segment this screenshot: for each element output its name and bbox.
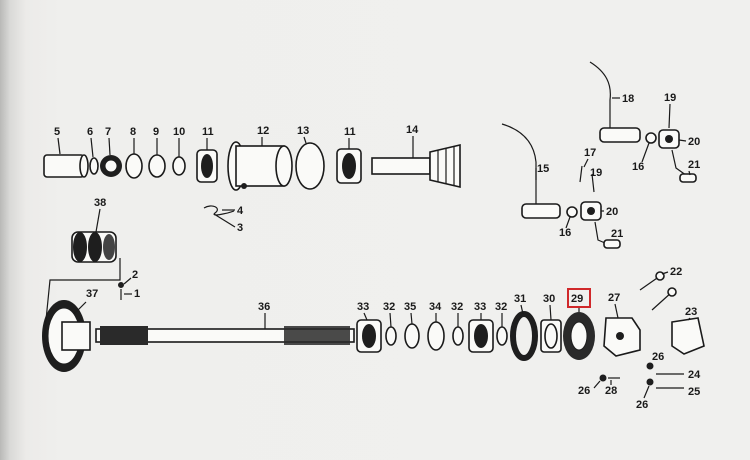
part-33-bearing-b xyxy=(468,319,494,353)
label-30: 30 xyxy=(543,293,555,305)
label-31: 31 xyxy=(514,293,526,305)
part-20-hub-b xyxy=(580,201,602,221)
part-34-washer xyxy=(427,321,445,351)
label-26-c: 26 xyxy=(636,399,648,411)
part-32-ring-c xyxy=(496,326,508,346)
label-7: 7 xyxy=(105,126,111,138)
label-12: 12 xyxy=(257,125,269,137)
label-27: 27 xyxy=(608,292,620,304)
part-14-pinion-shaft xyxy=(371,143,461,189)
part-5-bushing xyxy=(43,154,89,178)
label-21-top: 21 xyxy=(688,159,700,171)
label-16-top: 16 xyxy=(632,161,644,173)
part-33-bearing-a xyxy=(356,319,382,353)
part-32-ring-a xyxy=(385,326,397,346)
label-19-bottom: 19 xyxy=(590,167,602,179)
part-4-3-clip xyxy=(203,205,235,216)
part-labels: 5 6 7 8 9 10 11 12 13 11 14 4 3 18 19 16… xyxy=(54,92,701,411)
label-17: 17 xyxy=(584,147,596,159)
label-23: 23 xyxy=(685,306,697,318)
part-21-arm-b xyxy=(594,221,621,249)
part-30-bearing xyxy=(540,319,562,353)
part-27-bracket xyxy=(603,317,641,357)
small-hardware xyxy=(599,362,684,389)
part-17-19-pins xyxy=(579,165,595,193)
label-11-left: 11 xyxy=(202,126,214,138)
label-25: 25 xyxy=(688,386,700,398)
label-6: 6 xyxy=(87,126,93,138)
part-9-washer xyxy=(148,154,166,178)
label-35: 35 xyxy=(404,301,416,313)
label-26-b: 26 xyxy=(578,385,590,397)
label-32-c: 32 xyxy=(495,301,507,313)
part-29-coupling xyxy=(563,312,595,360)
label-38: 38 xyxy=(94,197,106,209)
label-24: 24 xyxy=(688,369,701,381)
part-23-cap xyxy=(671,317,705,355)
label-32-b: 32 xyxy=(451,301,463,313)
label-13: 13 xyxy=(297,125,309,137)
label-20-top: 20 xyxy=(688,136,700,148)
bracket-line xyxy=(43,258,121,341)
part-16-washer-a xyxy=(645,132,657,144)
label-11-right: 11 xyxy=(344,126,356,138)
label-33-b: 33 xyxy=(474,301,486,313)
part-11-bearing-right xyxy=(336,148,362,184)
part-8-washer xyxy=(125,153,143,179)
label-9: 9 xyxy=(153,126,159,138)
label-3: 3 xyxy=(237,222,243,234)
part-21-arm-a xyxy=(671,149,697,183)
part-37-large-gear xyxy=(42,300,91,372)
label-21-bottom: 21 xyxy=(611,228,623,240)
part-18-lever xyxy=(589,61,641,143)
part-15-lever xyxy=(501,123,561,219)
label-20-bottom: 20 xyxy=(606,206,618,218)
label-15: 15 xyxy=(537,163,549,175)
label-34: 34 xyxy=(429,301,442,313)
label-10: 10 xyxy=(173,126,185,138)
highlight-box-29 xyxy=(567,288,591,308)
part-10-ring xyxy=(172,156,186,176)
label-28: 28 xyxy=(605,385,617,397)
part-32-ring-b xyxy=(452,326,464,346)
part-31-ring xyxy=(510,311,538,361)
label-18: 18 xyxy=(622,93,634,105)
part-13-ring xyxy=(295,142,325,190)
label-22: 22 xyxy=(670,266,682,278)
part-36-main-shaft xyxy=(95,326,355,345)
label-33-a: 33 xyxy=(357,301,369,313)
part-16-washer-b xyxy=(566,206,578,218)
label-16-bottom: 16 xyxy=(559,227,571,239)
label-1: 1 xyxy=(134,288,140,300)
part-7-gear xyxy=(100,155,122,177)
part-12-housing xyxy=(227,141,293,191)
label-29: 29 xyxy=(571,293,583,305)
label-5: 5 xyxy=(54,126,60,138)
label-4: 4 xyxy=(237,205,244,217)
label-14: 14 xyxy=(406,124,419,136)
part-6-ring xyxy=(89,157,99,175)
label-37: 37 xyxy=(86,288,98,300)
label-2: 2 xyxy=(132,269,138,281)
part-20-hub-a xyxy=(658,129,680,149)
part-38-gear-cluster xyxy=(71,231,117,263)
label-8: 8 xyxy=(130,126,136,138)
part-11-bearing-left xyxy=(196,149,218,183)
part-35-washer xyxy=(404,323,420,349)
label-36: 36 xyxy=(258,301,270,313)
label-26-a: 26 xyxy=(652,351,664,363)
part-1-2-pin xyxy=(118,282,124,300)
label-19-top: 19 xyxy=(664,92,676,104)
label-32-a: 32 xyxy=(383,301,395,313)
